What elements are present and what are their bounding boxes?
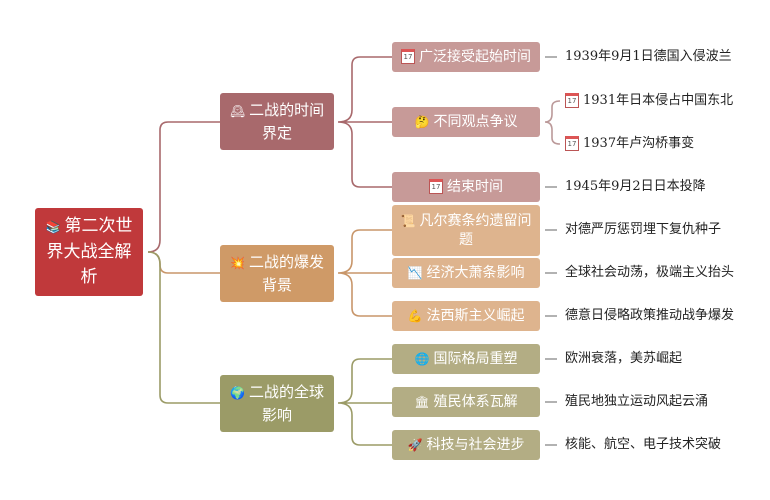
calendar-icon: 17 xyxy=(565,136,579,151)
explosion-icon: 💥 xyxy=(230,256,245,270)
leaf-fascism[interactable]: 💪法西斯主义崛起 xyxy=(392,301,540,331)
leaf-colonial[interactable]: 🏛殖民体系瓦解 xyxy=(392,387,540,417)
connector-background-children xyxy=(337,229,392,317)
leaf-versailles[interactable]: 📜凡尔赛条约遗留问题 xyxy=(392,205,540,256)
branch-background[interactable]: 💥二战的爆发背景 xyxy=(220,245,334,302)
leaf-depression[interactable]: 📉经济大萧条影响 xyxy=(392,258,540,288)
calendar-icon: 17 xyxy=(401,49,415,64)
detail-text: 核能、航空、电子技术突破 xyxy=(565,437,722,452)
clock-icon: 🕰 xyxy=(229,104,246,118)
branch-time[interactable]: 🕰二战的时间界定 xyxy=(220,93,334,150)
scroll-icon: 📜 xyxy=(400,213,416,228)
connector-details xyxy=(545,56,557,446)
connector-root-time xyxy=(147,121,220,253)
branch-impact[interactable]: 🌍二战的全球影响 xyxy=(220,375,334,432)
classical-building-icon: 🏛 xyxy=(414,394,430,409)
flexed-arm-icon: 💪 xyxy=(407,308,423,323)
root-node[interactable]: 📚第二次世界大战全解析 xyxy=(35,208,143,296)
books-icon: 📚 xyxy=(45,220,61,234)
connector-time-children xyxy=(337,56,392,188)
detail-text: 1939年9月1日德国入侵波兰 xyxy=(565,49,732,64)
leaf-dispute[interactable]: 🤔不同观点争议 xyxy=(392,107,540,137)
leaf-technology[interactable]: 🚀科技与社会进步 xyxy=(392,430,540,460)
thinking-face-icon: 🤔 xyxy=(414,114,430,129)
detail-text: 殖民地独立运动风起云涌 xyxy=(565,394,709,409)
detail-text: 德意日侵略政策推动战争爆发 xyxy=(565,308,735,323)
calendar-icon: 17 xyxy=(565,93,579,108)
detail-text: 全球社会动荡，极端主义抬头 xyxy=(565,265,735,280)
detail-text: 对德严厉惩罚埋下复仇种子 xyxy=(565,222,722,237)
connector-root-impact xyxy=(147,251,220,404)
connector-impact-children xyxy=(337,358,392,446)
connector-root-background xyxy=(147,251,220,274)
chart-down-icon: 📉 xyxy=(407,265,423,280)
rocket-icon: 🚀 xyxy=(407,437,423,452)
connector-dispute-children xyxy=(544,100,561,145)
globe-grid-icon: 🌐 xyxy=(414,351,430,366)
detail-text: 1945年9月2日日本投降 xyxy=(565,179,706,194)
globe-icon: 🌍 xyxy=(230,386,245,400)
detail-text: 欧洲衰落，美苏崛起 xyxy=(565,351,683,366)
leaf-world-order[interactable]: 🌐国际格局重塑 xyxy=(392,344,540,374)
calendar-icon: 17 xyxy=(429,179,443,194)
